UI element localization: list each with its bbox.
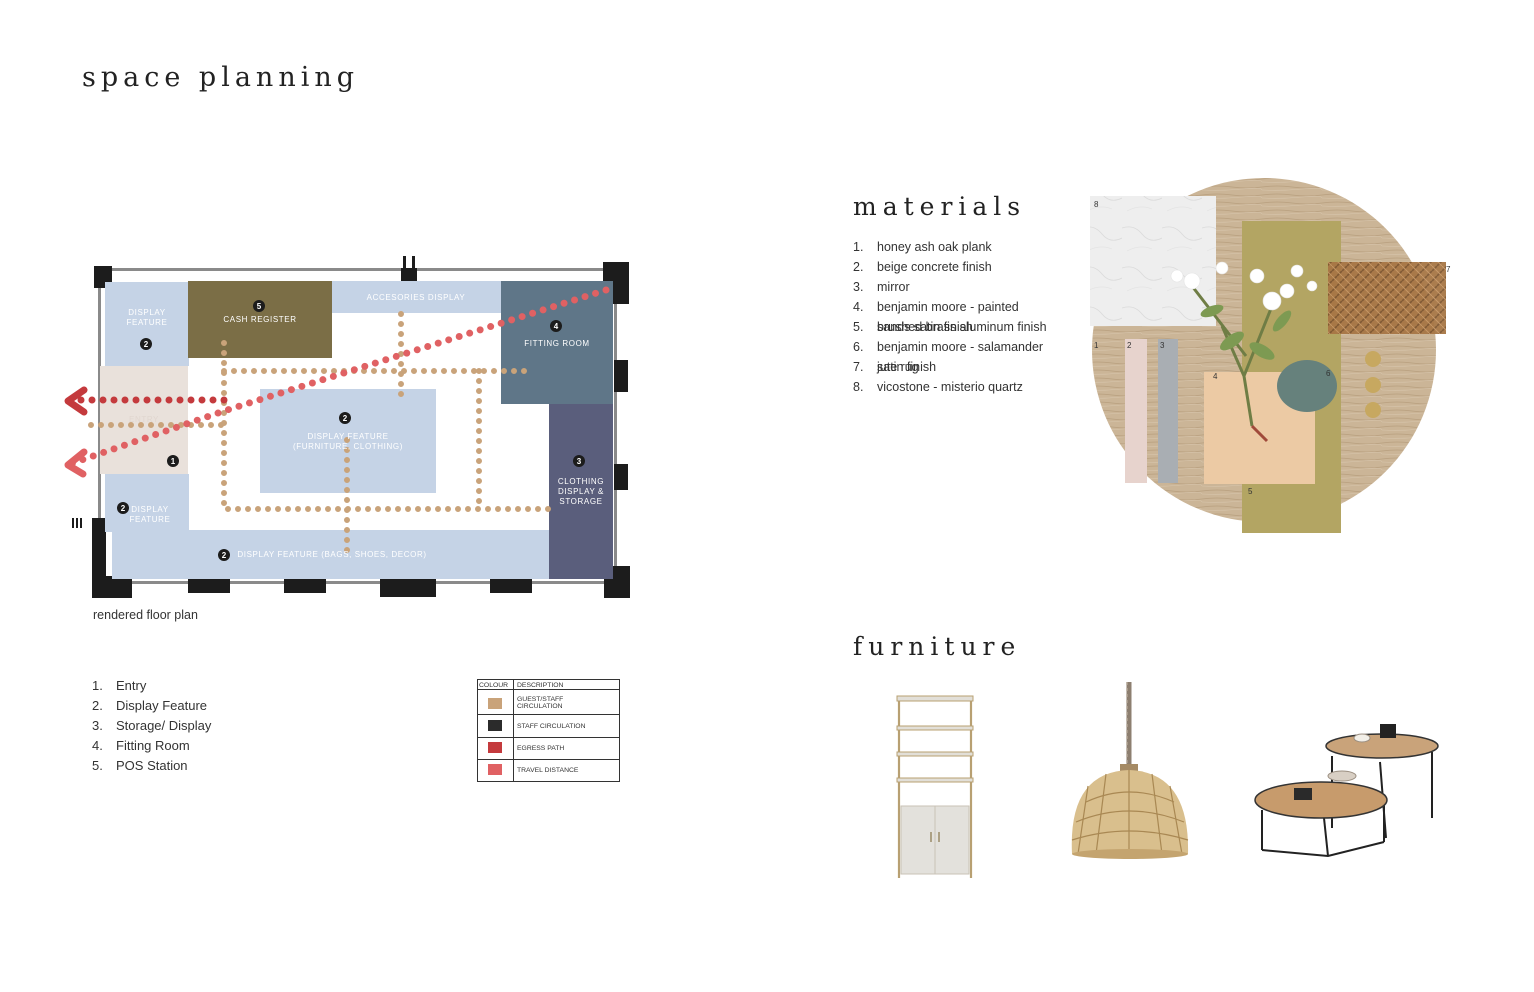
swatch-number: 8: [1094, 200, 1099, 209]
list-item: 2.Display Feature: [92, 698, 208, 713]
list-item: 1.honey ash oak plank: [853, 240, 992, 254]
zone-fitting-room: [501, 281, 613, 404]
swatch-number: 2: [1127, 341, 1132, 350]
marker-fitting-room: 4: [550, 320, 562, 332]
marker-entry: 1: [167, 455, 179, 467]
label-fitting-room: FITTING ROOM: [524, 339, 589, 348]
marker-clothing-display: 3: [573, 455, 585, 467]
zone-display-feature-bottom: [112, 530, 549, 579]
material-board: 8 1 2 3 4 6 5 7: [1090, 178, 1451, 533]
space-legend-list: 1.Entry 2.Display Feature 3.Storage/ Dis…: [92, 676, 211, 776]
swatch-number: 1: [1094, 341, 1099, 350]
svg-text:4: 4: [554, 322, 559, 331]
materials-list: 1.honey ash oak plank 2.beige concrete f…: [853, 237, 1047, 397]
swatch-number: 5: [1248, 487, 1253, 496]
legend-desc-egress: EGRESS PATH: [517, 745, 564, 752]
svg-text:2: 2: [343, 414, 348, 423]
zone-cash-register: [188, 281, 332, 358]
svg-text:2: 2: [144, 340, 149, 349]
legend-desc-travel: TRAVEL DISTANCE: [517, 767, 579, 774]
zone-display-feature-bottom-left: [105, 474, 189, 532]
egress-arrow-head: [64, 386, 88, 416]
label-display-feature-center: DISPLAY FEATURE(FURNITURE, CLOTHING): [293, 432, 403, 451]
list-item: 6.benjamin moore - salamander satin fini…: [853, 340, 1044, 374]
shelving-unit-image: [896, 695, 974, 878]
list-item: 5.brushed brass aluminum finish: [853, 320, 1047, 334]
swatch-salamander: [1277, 360, 1337, 412]
label-entry: ENTRY: [129, 415, 159, 424]
rattan-pendant-light-image: [1071, 682, 1189, 859]
label-display-feature-bottom: DISPLAY FEATURE (BAGS, SHOES, DECOR): [237, 550, 426, 559]
marker-display-feature-bottom: 2: [218, 549, 230, 561]
swatch-travel: [488, 764, 502, 775]
zone-display-feature-top-left: [105, 282, 189, 366]
svg-text:2: 2: [121, 504, 126, 513]
page-title: space planning: [82, 62, 360, 93]
svg-text:3: 3: [577, 457, 582, 466]
svg-text:1: 1: [171, 457, 176, 466]
svg-text:5: 5: [257, 302, 262, 311]
swatch-staff: [488, 720, 502, 731]
zone-accessories-display: [332, 281, 502, 313]
travel-distance-path: [66, 286, 610, 468]
list-item: 5.POS Station: [92, 758, 188, 773]
swatch-egress: [488, 742, 502, 753]
list-item: 1.Entry: [92, 678, 147, 693]
swatch-quartz: [1090, 196, 1216, 326]
travel-arrow-head: [64, 448, 88, 478]
list-item: 3.mirror: [853, 280, 910, 294]
swatch-mirror: [1158, 339, 1178, 483]
marker-display-feature-bottom-left: 2: [117, 502, 129, 514]
swatch-jute-rug: [1328, 262, 1446, 334]
floor-plan-walls: [72, 256, 630, 598]
svg-text:2: 2: [222, 551, 227, 560]
list-item: 4.benjamin moore - painted sands satin f…: [853, 300, 1019, 334]
furniture-title: furniture: [853, 632, 1022, 661]
label-accessories-display: ACCESORIES DISPLAY: [367, 293, 466, 302]
swatch-number: 3: [1160, 341, 1165, 350]
brass-hardware: [1365, 351, 1381, 418]
guest-circulation-path: [88, 311, 561, 555]
list-item: 8.vicostone - misterio quartz: [853, 380, 1023, 394]
nesting-coffee-tables-image: [1254, 724, 1439, 858]
table-header-description: DESCRIPTION: [517, 682, 564, 689]
list-item: 7.jute rug: [853, 360, 919, 374]
swatch-number: 4: [1213, 372, 1218, 381]
swatch-concrete: [1125, 339, 1147, 483]
legend-desc-staff: STAFF CIRCULATION: [517, 723, 586, 730]
marker-display-feature-center: 2: [339, 412, 351, 424]
plan-caption: rendered floor plan: [93, 608, 198, 622]
flower-sprig: [1170, 261, 1318, 443]
swatch-guest-staff: [488, 698, 502, 709]
materials-title: materials: [853, 192, 1027, 221]
list-item: 4.Fitting Room: [92, 738, 190, 753]
zone-clothing-display-storage: [549, 404, 613, 579]
label-cash-register: CASH REGISTER: [223, 315, 296, 324]
swatch-number: 7: [1446, 265, 1451, 274]
list-item: 2.beige concrete finish: [853, 260, 992, 274]
table-header-colour: COLOUR: [479, 682, 508, 689]
swatch-number: 6: [1326, 369, 1331, 378]
list-item: 3.Storage/ Display: [92, 718, 212, 733]
marker-cash-register: 5: [253, 300, 265, 312]
marker-display-feature-top-left: 2: [140, 338, 152, 350]
